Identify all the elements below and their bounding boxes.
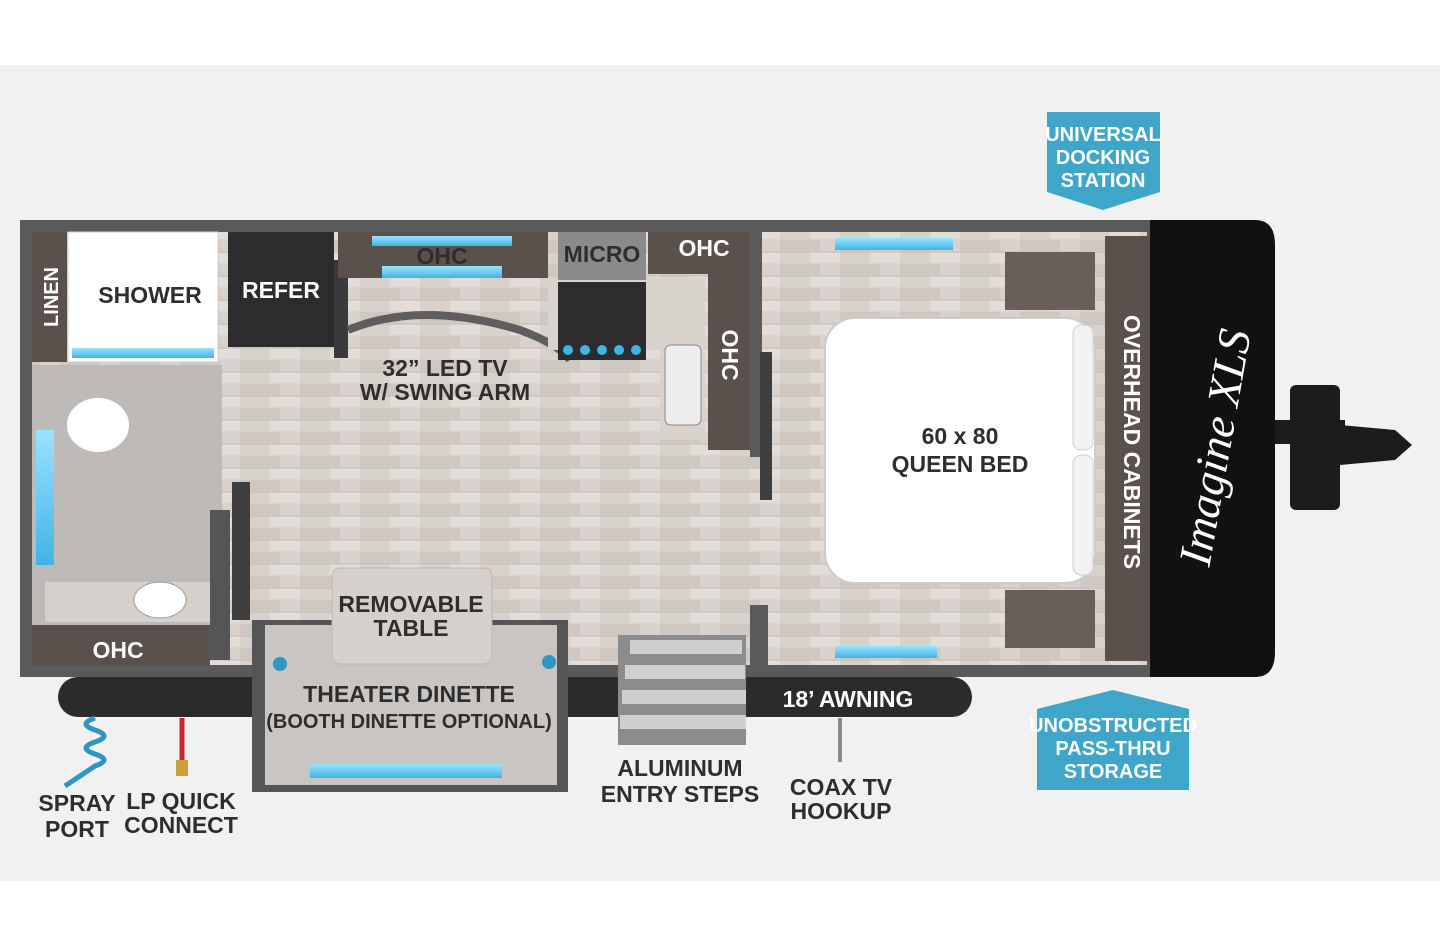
- dinette-window: [310, 764, 502, 778]
- cupholder-left: [273, 657, 287, 671]
- entry-steps: [618, 635, 746, 745]
- ohc-right-cabinet: [648, 232, 750, 274]
- docking-line2: DOCKING: [1056, 147, 1150, 169]
- microwave: [558, 232, 646, 280]
- refrigerator: [228, 232, 334, 347]
- docking-line3: STATION: [1061, 170, 1146, 192]
- bathroom-floor: [32, 365, 222, 625]
- spray-port-line2: PORT: [45, 816, 109, 842]
- table-label-line1: REMOVABLE: [338, 591, 483, 617]
- bath-sink-icon: [133, 581, 187, 619]
- ohc-vertical-cabinet: [708, 274, 750, 450]
- storage-line1: UNOBSTRUCTED: [1029, 715, 1197, 737]
- shower-light: [72, 348, 214, 358]
- top-window: [372, 236, 512, 246]
- shower: [67, 231, 219, 363]
- front-cap: [1150, 220, 1275, 677]
- dinette-label-line1: THEATER DINETTE: [303, 681, 515, 707]
- bedroom-window-top: [835, 238, 953, 250]
- lp-connect-line1: LP QUICK: [126, 788, 236, 814]
- steps-label-line1: ALUMINUM: [617, 755, 742, 781]
- pillow-top: [1072, 324, 1094, 451]
- awning-label: 18’ AWNING: [783, 686, 914, 712]
- nightstand-top: [1005, 252, 1095, 310]
- docking-station-callout: [1047, 112, 1160, 210]
- storage-line3: STORAGE: [1064, 761, 1163, 783]
- floorplan-diagram: Imagine XLS LINEN SHOWER OHC REFER OHC 3…: [20, 112, 1412, 842]
- bedroom-wall-upper: [750, 232, 762, 457]
- queen-bed: [824, 317, 1096, 584]
- bath-window: [36, 430, 54, 565]
- storage-callout: [1037, 690, 1189, 790]
- stove-burners: [563, 345, 641, 355]
- hitch: [1270, 385, 1412, 510]
- spray-port-hose: [63, 715, 107, 789]
- toilet: [65, 396, 131, 454]
- linen-label: LINEN: [41, 267, 63, 327]
- bath-door: [232, 482, 250, 620]
- floorplan-canvas: Imagine XLS LINEN SHOWER OHC REFER OHC 3…: [0, 65, 1440, 881]
- ohc-bottom-label: OHC: [92, 637, 143, 663]
- bed-label-line2: QUEEN BED: [892, 451, 1029, 477]
- table-label-line2: TABLE: [374, 615, 449, 641]
- removable-table: [331, 567, 493, 665]
- bedroom-window-bottom: [835, 646, 937, 658]
- coax-label-line2: HOOKUP: [791, 798, 892, 824]
- kitchen-sink: [664, 344, 702, 426]
- bedroom-door: [760, 352, 772, 500]
- docking-line1: UNIVERSAL: [1045, 124, 1161, 146]
- ohc-right-label: OHC: [678, 235, 729, 261]
- bedroom-wall-lower: [750, 605, 768, 665]
- lp-connector: [176, 760, 188, 776]
- coax-label-line1: COAX TV: [790, 774, 893, 800]
- pillow-bottom: [1072, 454, 1094, 576]
- overhead-cabinets: [1105, 236, 1150, 661]
- bath-partition-wall: [210, 510, 230, 660]
- shower-label: SHOWER: [98, 282, 202, 308]
- ohc-bottom-cabinet: [32, 625, 210, 665]
- steps-label-line2: ENTRY STEPS: [601, 781, 759, 807]
- ohc-top-light: [382, 266, 502, 278]
- spray-port-line1: SPRAY: [38, 790, 115, 816]
- storage-line2: PASS-THRU: [1055, 738, 1170, 760]
- refer-label: REFER: [242, 277, 320, 303]
- nightstand-bottom: [1005, 590, 1095, 648]
- lp-connect-line2: CONNECT: [124, 812, 238, 838]
- refrigerator-side: [334, 260, 348, 358]
- linen-cabinet: [32, 232, 67, 362]
- tv-label-line1: 32” LED TV: [382, 355, 508, 381]
- ohc-vertical-label: OHC: [717, 329, 743, 380]
- cupholder-right: [542, 655, 556, 669]
- overhead-cabinets-label: OVERHEAD CABINETS: [1119, 315, 1145, 569]
- bed-label-line1: 60 x 80: [922, 423, 999, 449]
- micro-label: MICRO: [564, 241, 641, 267]
- ohc-top-label: OHC: [416, 243, 467, 269]
- tv-label-line2: W/ SWING ARM: [360, 379, 530, 405]
- dinette-label-line2: (BOOTH DINETTE OPTIONAL): [266, 711, 552, 733]
